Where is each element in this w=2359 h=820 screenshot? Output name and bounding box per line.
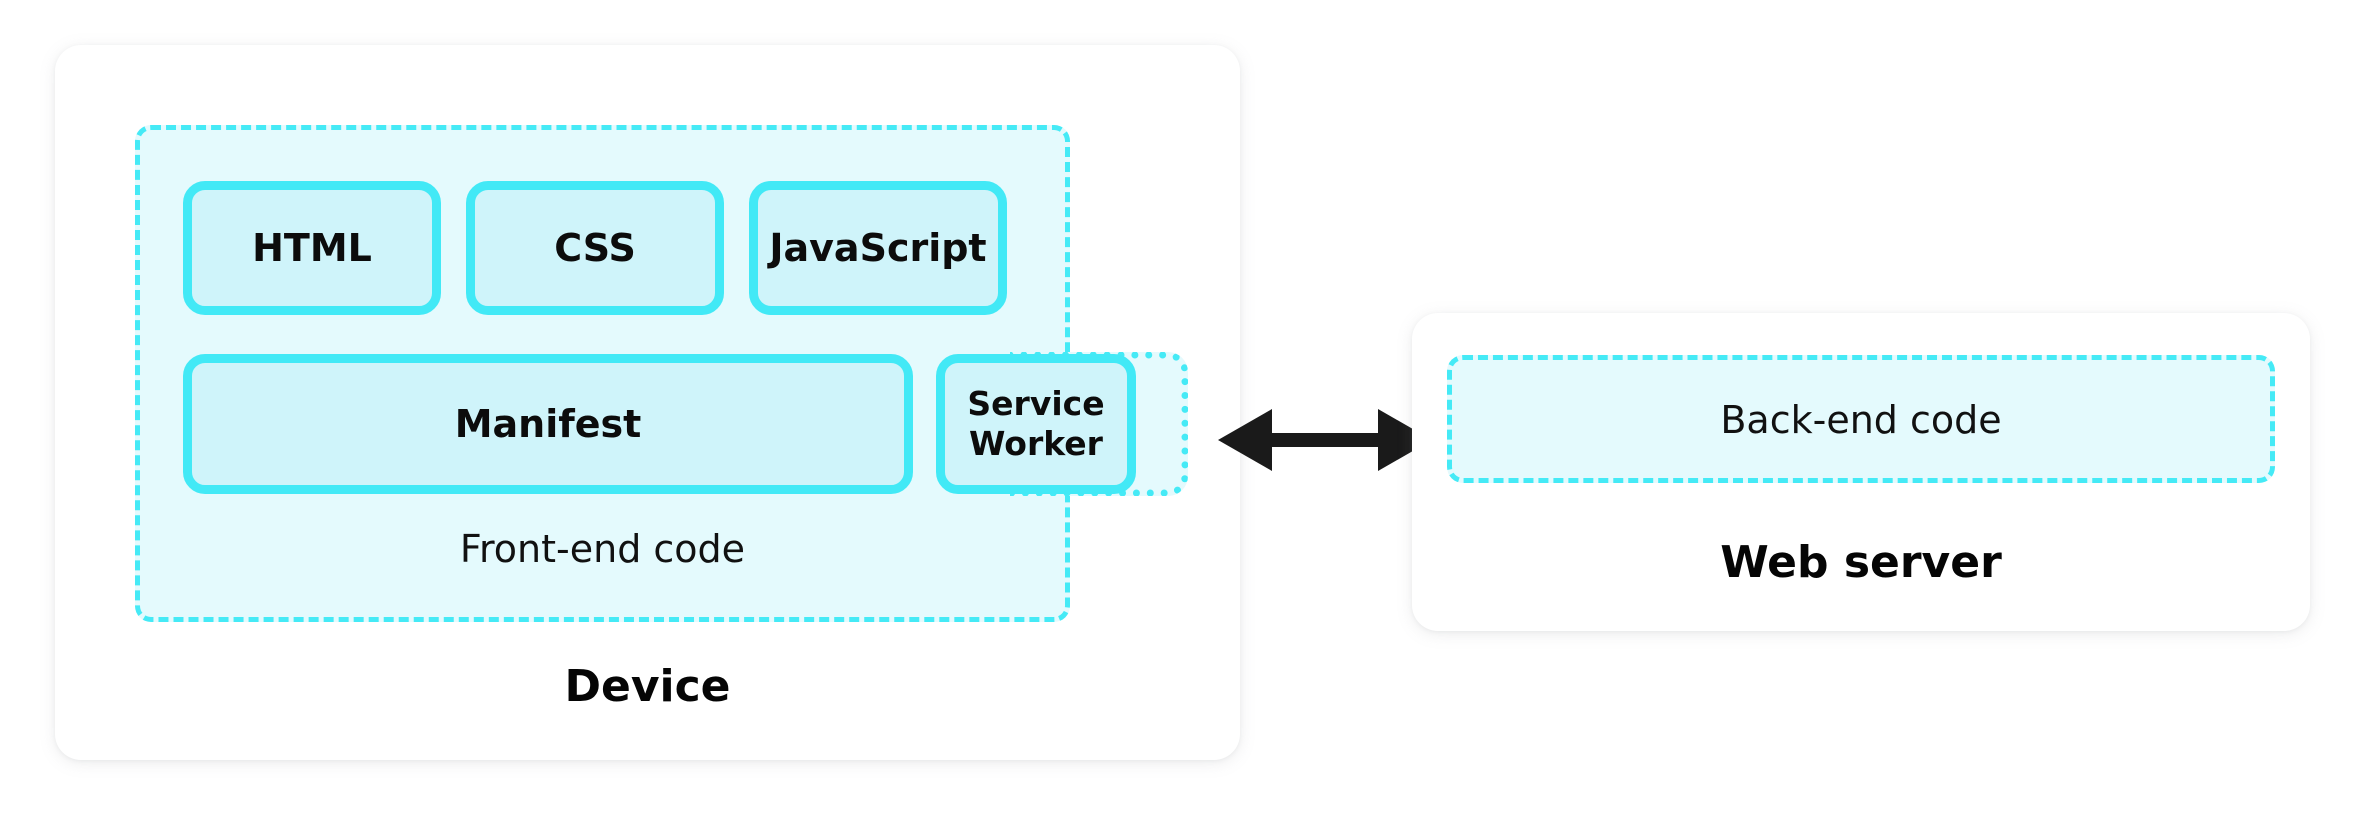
css-box: CSS — [466, 181, 724, 315]
html-box: HTML — [183, 181, 441, 315]
backend-code-label: Back-end code — [1720, 398, 2002, 442]
double-headed-arrow-icon — [1214, 395, 1436, 485]
frontend-code-label: Front-end code — [459, 527, 746, 571]
web-server-label: Web server — [1720, 537, 2002, 588]
manifest-box: Manifest — [183, 354, 913, 494]
javascript-box: JavaScript — [749, 181, 1007, 315]
device-label: Device — [564, 661, 731, 712]
service-worker-box: Service Worker — [936, 354, 1136, 494]
backend-code-zone — [1447, 355, 2275, 483]
